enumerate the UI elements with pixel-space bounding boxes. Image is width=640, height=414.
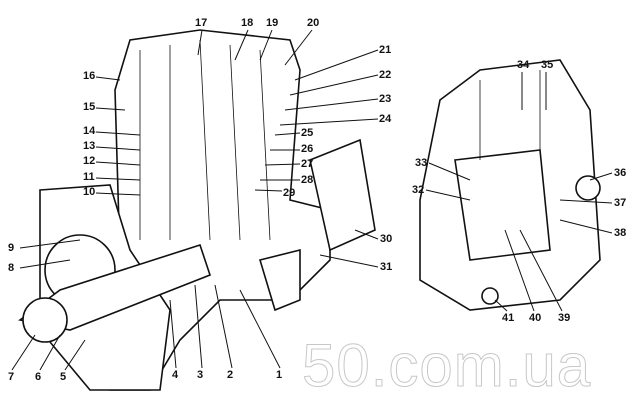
shaft-nut <box>22 297 68 343</box>
pump-outlet <box>258 248 301 312</box>
part-label-29: 29 <box>283 187 296 199</box>
part-label-9: 9 <box>8 242 15 254</box>
part-label-41: 41 <box>502 312 515 324</box>
part-label-15: 15 <box>83 101 96 113</box>
leader-lines <box>11 29 613 371</box>
part-label-8: 8 <box>8 262 15 274</box>
part-label-18: 18 <box>241 17 254 29</box>
housing-bore <box>575 175 601 201</box>
part-label-1: 1 <box>276 369 283 381</box>
part-label-6: 6 <box>35 371 42 383</box>
part-label-39: 39 <box>558 312 571 324</box>
part-label-13: 13 <box>83 140 96 152</box>
internal-detail <box>139 39 541 241</box>
part-label-22: 22 <box>379 69 392 81</box>
part-label-20: 20 <box>307 17 320 29</box>
part-label-28: 28 <box>301 174 314 186</box>
part-label-2: 2 <box>227 369 234 381</box>
part-label-7: 7 <box>8 371 15 383</box>
governor-tube <box>309 138 376 252</box>
part-label-38: 38 <box>614 227 627 239</box>
part-label-34: 34 <box>517 59 530 71</box>
part-label-37: 37 <box>614 197 627 209</box>
part-label-21: 21 <box>379 44 392 56</box>
part-label-32: 32 <box>412 184 425 196</box>
part-label-35: 35 <box>541 59 554 71</box>
part-label-14: 14 <box>83 125 96 137</box>
housing-bore-lower <box>481 287 499 305</box>
part-label-26: 26 <box>301 143 314 155</box>
part-label-10: 10 <box>83 186 96 198</box>
part-label-16: 16 <box>83 70 96 82</box>
part-label-36: 36 <box>614 167 627 179</box>
part-label-4: 4 <box>172 369 179 381</box>
part-label-17: 17 <box>195 17 208 29</box>
watermark: 50.com.ua <box>301 332 592 399</box>
part-label-12: 12 <box>83 155 96 167</box>
part-label-23: 23 <box>379 93 392 105</box>
part-label-3: 3 <box>197 369 204 381</box>
part-label-40: 40 <box>529 312 542 324</box>
part-label-25: 25 <box>301 127 314 139</box>
part-label-5: 5 <box>60 371 67 383</box>
part-label-27: 27 <box>301 158 314 170</box>
part-label-19: 19 <box>266 17 279 29</box>
part-label-31: 31 <box>380 261 393 273</box>
part-label-11: 11 <box>83 171 95 183</box>
part-label-33: 33 <box>415 157 428 169</box>
cutout-window <box>454 149 551 261</box>
part-label-24: 24 <box>379 113 392 125</box>
part-label-30: 30 <box>380 233 393 245</box>
